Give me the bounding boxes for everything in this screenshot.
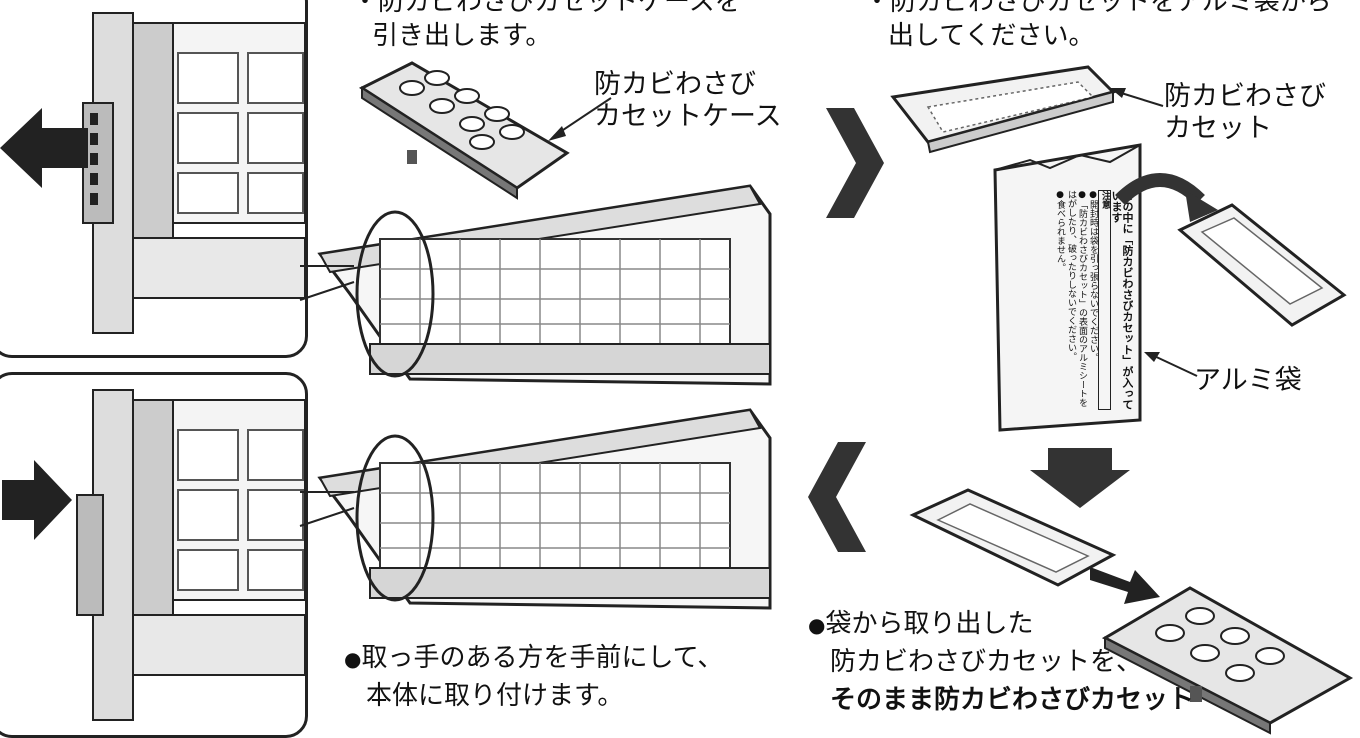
bag-caution: 注意 bbox=[1098, 190, 1111, 410]
cassette-out-illustration bbox=[1177, 203, 1347, 327]
step3-line1-text: 袋から取り出した bbox=[825, 609, 1034, 639]
step1-line2: 引き出します。 bbox=[372, 21, 552, 51]
unit-closeup-illustration bbox=[82, 12, 305, 334]
cassette-label-line2: カセット bbox=[1164, 113, 1272, 144]
step4-line2: 本体に取り付けます。 bbox=[366, 681, 624, 711]
curved-arrow-icon bbox=[1115, 173, 1218, 222]
step4-line1-text: 取っ手のある方を手前にして、 bbox=[361, 643, 724, 673]
zoom-panel-insert bbox=[0, 372, 308, 738]
zoom-lines-top bbox=[299, 265, 355, 301]
bag-note-3: はがしたり、破ったりしないでください。 bbox=[1066, 190, 1076, 361]
zoom-circle bbox=[355, 210, 435, 378]
zoom-panel-pull-out bbox=[0, 0, 308, 358]
cassette-bottom-illustration bbox=[909, 488, 1117, 587]
aluminum-bag-illustration bbox=[993, 143, 1142, 432]
step1-line1: ・防カビわさびカセットケースを bbox=[352, 0, 741, 17]
step3-line1: ●袋から取り出した bbox=[808, 606, 1033, 643]
cassette-illustration bbox=[890, 65, 1116, 154]
leader-line-bag bbox=[1144, 352, 1198, 377]
bullet-icon-2: ● bbox=[808, 613, 826, 637]
cassette-label-line1: 防カビわさび bbox=[1164, 81, 1326, 112]
case-label-line1: 防カビわさび bbox=[594, 69, 756, 100]
bag-print-area: この中に「防カビわさびカセット」が入っています 注意 ●開封時は袋を引っ張らない… bbox=[1015, 190, 1133, 410]
arrow-left-icon bbox=[0, 108, 88, 188]
cassette-case-illustration bbox=[358, 61, 570, 200]
arrow-down-icon bbox=[1030, 448, 1130, 508]
bag-note-1: ●開封時は袋を引っ張らないでください。 bbox=[1088, 190, 1098, 362]
step4-line1: ●取っ手のある方を手前にして、 bbox=[344, 640, 723, 677]
indoor-unit-top bbox=[317, 184, 772, 386]
leader-line-cassette bbox=[1110, 88, 1164, 107]
flow-arrow-right-icon bbox=[826, 108, 884, 218]
step2-line1: ・防カビわさびカセットをアルミ袋から bbox=[864, 0, 1332, 17]
step2-line2: 出してください。 bbox=[888, 21, 1095, 51]
zoom-lines-bottom bbox=[299, 491, 355, 527]
step3-line3: そのまま防カビわさびカセット bbox=[830, 685, 1195, 715]
cassette-case-bottom-illustration bbox=[1101, 586, 1354, 735]
flow-arrow-left-icon bbox=[808, 442, 866, 552]
bag-label: アルミ袋 bbox=[1194, 365, 1302, 396]
unit-closeup-illustration-2 bbox=[76, 389, 305, 721]
bullet-icon: ● bbox=[344, 647, 362, 671]
arrow-right-icon bbox=[2, 460, 72, 540]
leader-line-case bbox=[548, 97, 612, 141]
bag-note-4: ●食べられません。 bbox=[1055, 190, 1065, 272]
indoor-unit-bottom bbox=[317, 408, 772, 610]
bag-note-2: ●「防カビわさびカセット」の表面のアルミシートを bbox=[1077, 190, 1087, 407]
step3-line2: 防カビわさびカセットを、 bbox=[830, 647, 1143, 677]
case-label-line2: カセットケース bbox=[594, 101, 782, 132]
arrow-insert-icon bbox=[1090, 567, 1160, 604]
